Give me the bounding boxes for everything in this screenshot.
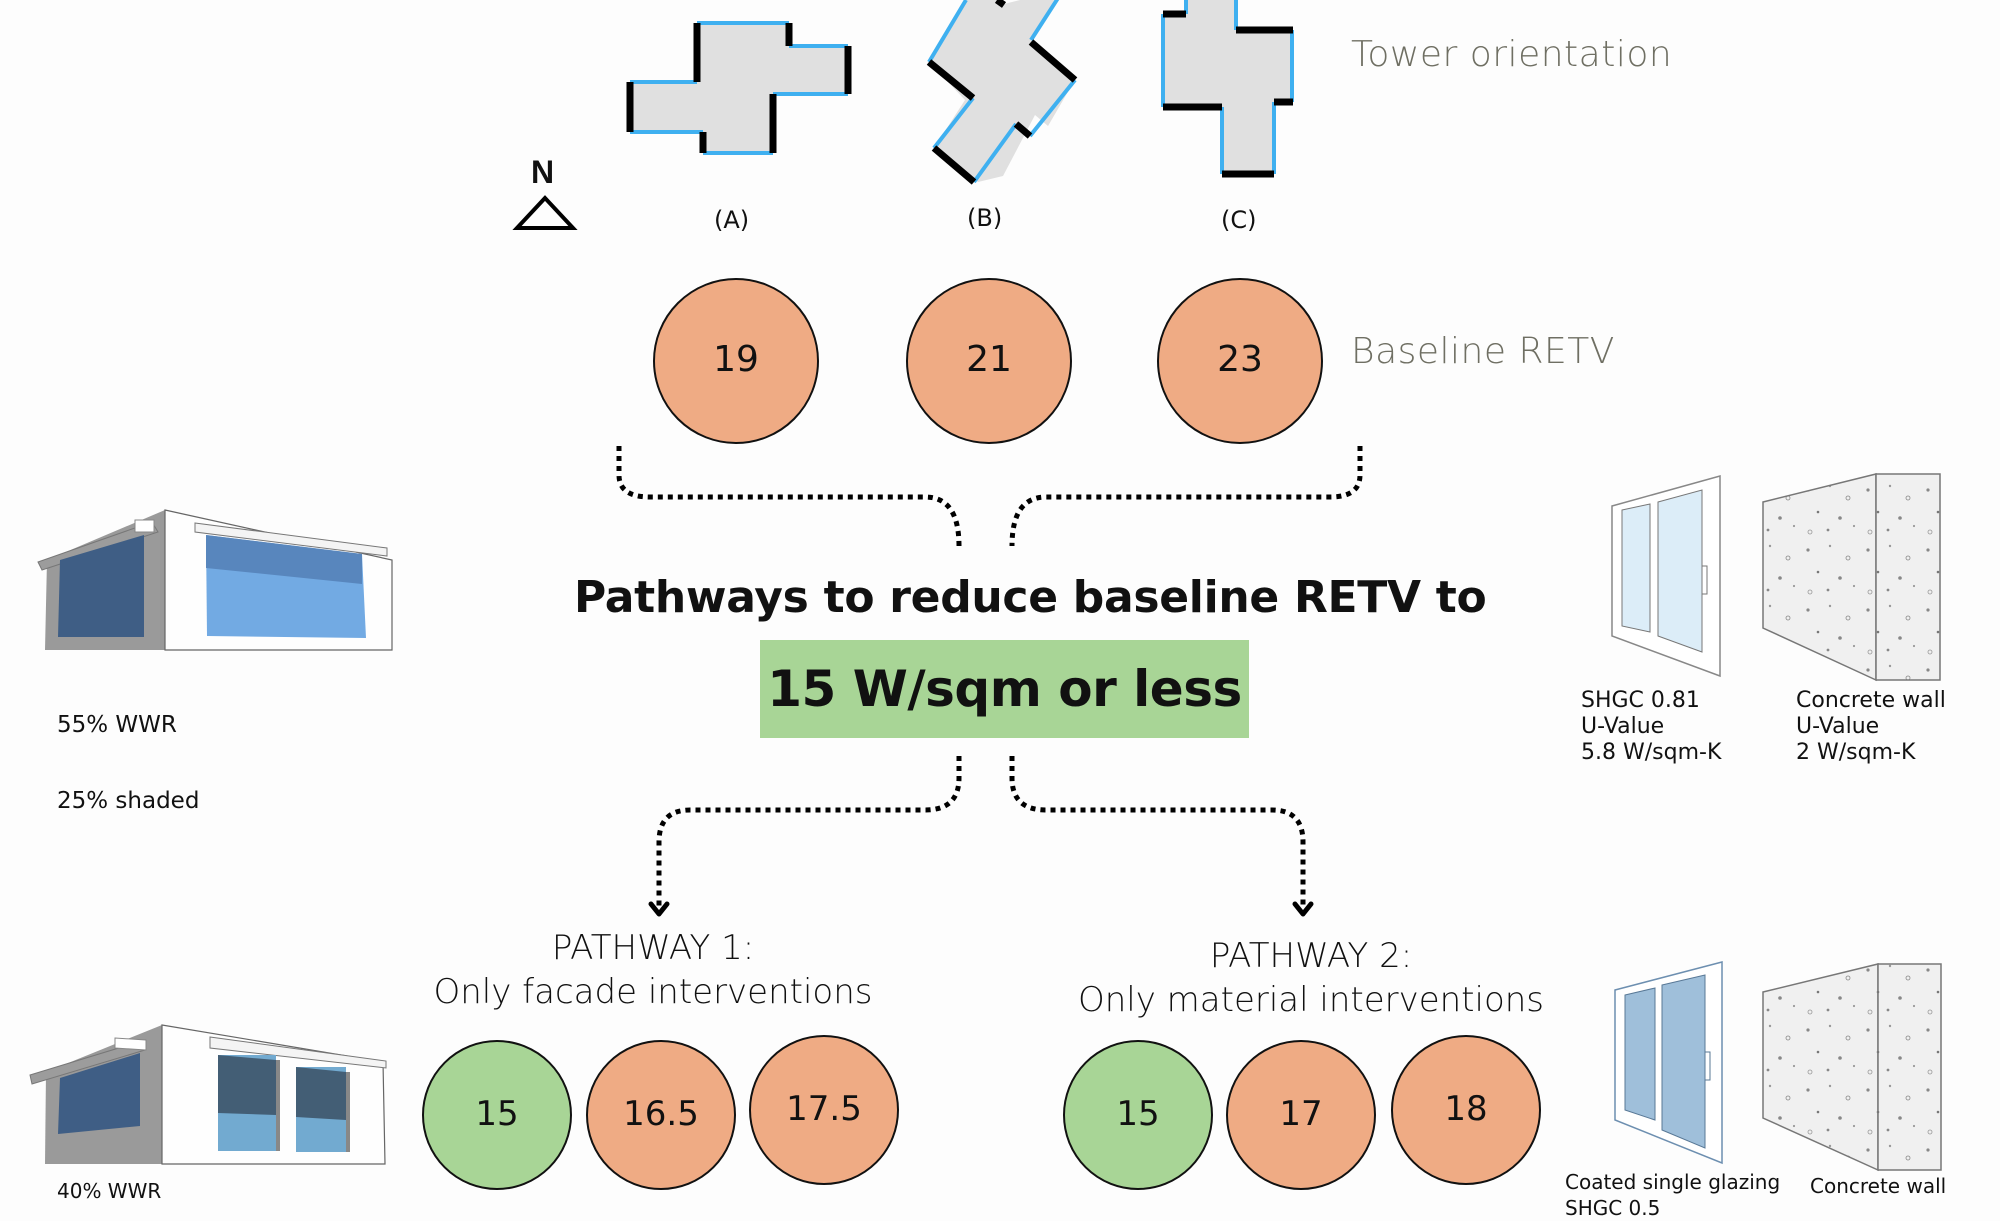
tower-c-label: (C) [1221,206,1257,234]
arrowhead-icon [648,901,670,917]
baseline-retv-value: 19 [713,338,759,380]
pathway-2-retv-circle [1391,1035,1541,1185]
building-baseline-facade-illustration [37,509,393,651]
target-value: 15 W/sqm or less [767,660,1242,718]
pathway-2-retv-circle [1063,1040,1213,1190]
baseline-retv-value: 21 [966,338,1012,380]
coated-glazing-illustration [1614,961,1723,1165]
baseline-shading: 25% shaded [57,788,200,814]
pathway-2-retv-value: 18 [1444,1088,1488,1129]
baseline-concrete-wall-illustration [1762,473,1941,682]
tower-c-plan-icon [1161,0,1294,178]
target-badge: 15 W/sqm or less [760,640,1249,738]
north-label: N [531,154,555,190]
north-arrow-icon [512,195,578,230]
arrowhead-icon [1292,901,1314,917]
pathway-1-title: PATHWAY 1: [551,928,755,968]
pathway-2-retv-circle [1226,1040,1376,1190]
baseline-wall-caption: Concrete wall U-Value 2 W/sqm-K [1796,688,1946,765]
connector-upper [616,446,1363,547]
tower-b-plan-icon [926,0,1078,185]
pathway-1-retv-value: 16.5 [623,1093,699,1134]
tower-a-plan-icon [626,21,852,155]
baseline-glazing-caption: SHGC 0.81 U-Value 5.8 W/sqm-K [1581,688,1722,765]
pathway-1-retv-circle [586,1040,736,1190]
pathway-1-retv-circle [749,1035,899,1185]
pathway-1-retv-value: 17.5 [786,1088,862,1129]
pathway-2-retv-value: 15 [1116,1093,1160,1134]
retv-circles [422,278,1541,1190]
baseline-glazing-illustration [1611,475,1721,678]
baseline-wwr: 55% WWR [57,712,177,738]
pathway-2-header: PATHWAY 2: Only material interventions [1061,934,1561,1022]
baseline-facade-caption: 55% WWR 25% shaded [57,668,199,858]
pathway-2-subtitle: Only material interventions [1077,980,1545,1020]
coated-glazing-caption: Coated single glazing SHGC 0.5 [1565,1170,1781,1220]
pathway-1-header: PATHWAY 1: Only facade interventions [403,926,903,1014]
baseline-retv-circle [653,278,819,444]
pathway-1-retv-value: 15 [475,1093,519,1134]
improved-wwr: 40% WWR [57,1179,162,1203]
baseline-retv-value: 23 [1217,338,1263,380]
baseline-retv-circle [1157,278,1323,444]
tower-a-label: (A) [714,206,750,234]
pathway-1-subtitle: Only facade interventions [433,972,873,1012]
building-improved-facade-illustration [29,1024,387,1165]
pathways-title: Pathways to reduce baseline RETV to [574,572,1487,623]
improved-wall-caption: Concrete wall [1810,1174,1947,1198]
baseline-retv-circle [906,278,1072,444]
tower-b-label: (B) [967,204,1003,232]
connector-lower [656,756,1306,908]
baseline-retv-label: Baseline RETV [1351,331,1615,372]
tower-orientation-label: Tower orientation [1351,34,1673,75]
pathway-2-retv-value: 17 [1279,1093,1323,1134]
improved-concrete-wall-illustration [1762,963,1942,1172]
pathway-2-title: PATHWAY 2: [1209,936,1413,976]
pathway-1-retv-circle [422,1040,572,1190]
